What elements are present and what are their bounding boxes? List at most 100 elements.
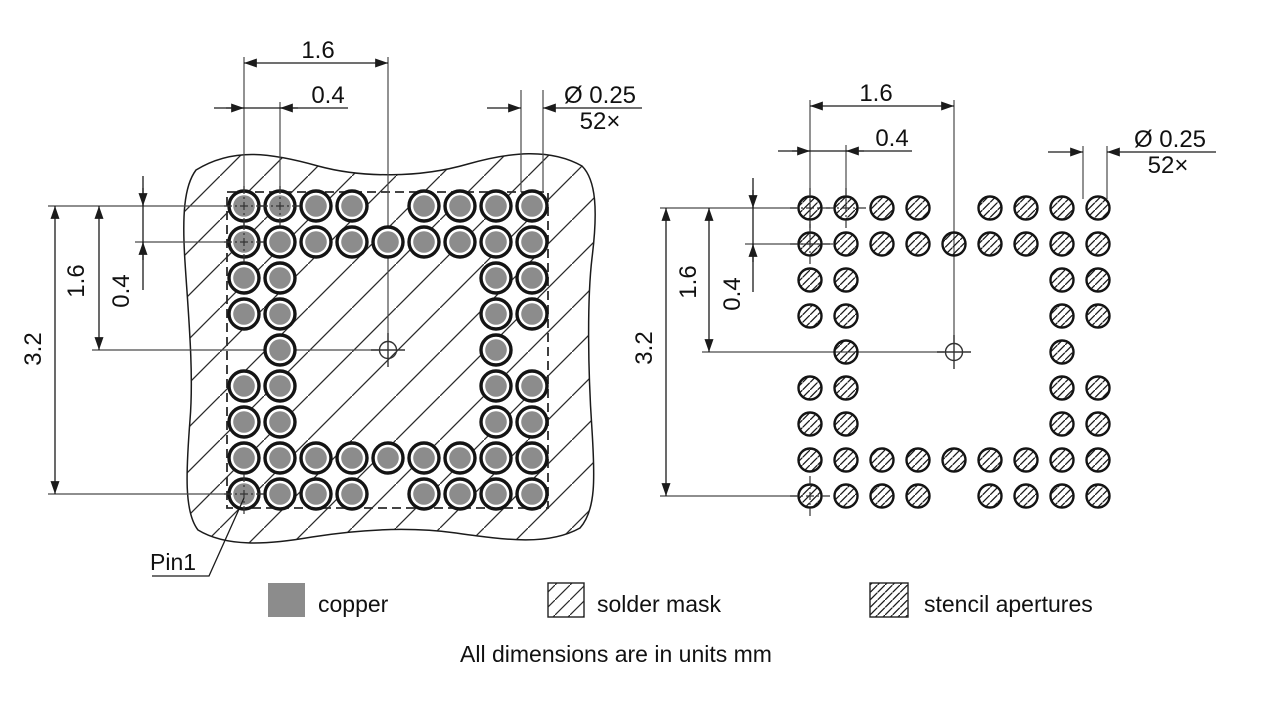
- stencil-view: 1.6 0.4 Ø 0.25 52× 3.2 1.6 0.4: [631, 80, 1216, 516]
- copper-pad: [233, 267, 255, 289]
- copper-pad: [521, 411, 543, 433]
- legend-label-copper: copper: [318, 591, 389, 617]
- legend-swatch-stencil-apertures: [869, 582, 909, 618]
- copper-pad: [233, 447, 255, 469]
- dim-span-vertical: 1.6: [63, 264, 90, 297]
- copper-pad: [521, 231, 543, 253]
- copper-pad: [341, 195, 363, 217]
- copper-pad: [521, 447, 543, 469]
- copper-pad: [233, 375, 255, 397]
- stencil-aperture: [1049, 339, 1075, 365]
- stencil-aperture: [833, 267, 859, 293]
- copper-pad: [485, 483, 507, 505]
- legend-swatch-solder-mask: [547, 582, 585, 618]
- copper-pad: [305, 195, 327, 217]
- copper-pad: [413, 483, 435, 505]
- stencil-aperture: [1049, 375, 1075, 401]
- stencil-aperture: [977, 231, 1003, 257]
- stencil-apertures-group: [790, 188, 1111, 516]
- copper-pad: [485, 339, 507, 361]
- copper-pad: [269, 339, 291, 361]
- dimensions-left-view: [50, 58, 642, 494]
- stencil-aperture: [869, 195, 895, 221]
- stencil-aperture: [797, 303, 823, 329]
- stencil-aperture: [833, 339, 859, 365]
- copper-pad: [233, 411, 255, 433]
- stencil-aperture: [833, 375, 859, 401]
- dim-span-horizontal: 1.6: [859, 80, 892, 107]
- copper-pad: [521, 303, 543, 325]
- copper-pad: [341, 231, 363, 253]
- copper-pad: [449, 195, 471, 217]
- stencil-aperture: [833, 303, 859, 329]
- copper-pad: [485, 267, 507, 289]
- extension-lines-right-view: [660, 100, 1108, 497]
- dim-aperture-diameter: Ø 0.25: [1134, 126, 1206, 153]
- dim-aperture-count: 52×: [1148, 152, 1189, 179]
- copper-pad: [269, 375, 291, 397]
- copper-pad: [413, 447, 435, 469]
- copper-pad: [269, 447, 291, 469]
- footnote: All dimensions are in units mm: [460, 641, 772, 667]
- stencil-aperture: [977, 195, 1003, 221]
- stencil-aperture: [869, 231, 895, 257]
- pin1-label: Pin1: [150, 549, 196, 575]
- copper-pad: [269, 267, 291, 289]
- stencil-aperture: [1049, 195, 1075, 221]
- stencil-aperture: [1049, 447, 1075, 473]
- copper-pad: [305, 447, 327, 469]
- legend-swatch-copper: [268, 583, 305, 617]
- copper-pad: [485, 447, 507, 469]
- legend-label-stencil-apertures: stencil apertures: [924, 591, 1093, 617]
- stencil-aperture: [1085, 375, 1111, 401]
- copper-pad: [485, 303, 507, 325]
- stencil-aperture: [869, 447, 895, 473]
- stencil-aperture: [1013, 483, 1039, 509]
- dimensions-right-view: [661, 101, 1216, 496]
- stencil-aperture: [1049, 303, 1075, 329]
- legend: copper solder mask stencil apertures: [268, 582, 1093, 618]
- dim-span-horizontal: 1.6: [301, 37, 334, 64]
- stencil-aperture: [1085, 303, 1111, 329]
- dim-aperture-diameter: Ø 0.25: [564, 82, 636, 109]
- copper-pad: [485, 231, 507, 253]
- copper-pads-group: [224, 186, 549, 514]
- stencil-aperture: [1085, 411, 1111, 437]
- stencil-aperture: [941, 447, 967, 473]
- copper-pad: [341, 447, 363, 469]
- copper-pad: [449, 231, 471, 253]
- center-crosshair: [937, 335, 971, 369]
- pin1-leader-line: [152, 497, 245, 577]
- stencil-aperture: [905, 447, 931, 473]
- dim-pitch-vertical: 0.4: [108, 274, 135, 307]
- copper-pad: [269, 411, 291, 433]
- stencil-aperture: [1085, 267, 1111, 293]
- dim-pitch-horizontal: 0.4: [875, 125, 908, 152]
- stencil-aperture: [1085, 231, 1111, 257]
- stencil-aperture: [1085, 483, 1111, 509]
- stencil-aperture: [905, 231, 931, 257]
- copper-pad: [305, 483, 327, 505]
- stencil-aperture: [1085, 447, 1111, 473]
- copper-pad: [377, 447, 399, 469]
- stencil-aperture: [1013, 447, 1039, 473]
- stencil-aperture: [1049, 267, 1075, 293]
- copper-pad: [521, 195, 543, 217]
- copper-pad: [485, 375, 507, 397]
- stencil-aperture: [977, 483, 1003, 509]
- legend-label-solder-mask: solder mask: [597, 591, 721, 617]
- stencil-aperture: [1013, 195, 1039, 221]
- pin1-callout: Pin1: [150, 497, 245, 577]
- stencil-aperture: [833, 447, 859, 473]
- dim-pitch-horizontal: 0.4: [311, 82, 344, 109]
- stencil-aperture: [797, 447, 823, 473]
- copper-pad: [233, 303, 255, 325]
- stencil-aperture: [833, 231, 859, 257]
- stencil-aperture: [833, 483, 859, 509]
- stencil-aperture: [905, 483, 931, 509]
- dim-span-vertical: 1.6: [675, 265, 702, 298]
- copper-pad: [449, 483, 471, 505]
- stencil-aperture: [797, 267, 823, 293]
- copper-pad: [269, 231, 291, 253]
